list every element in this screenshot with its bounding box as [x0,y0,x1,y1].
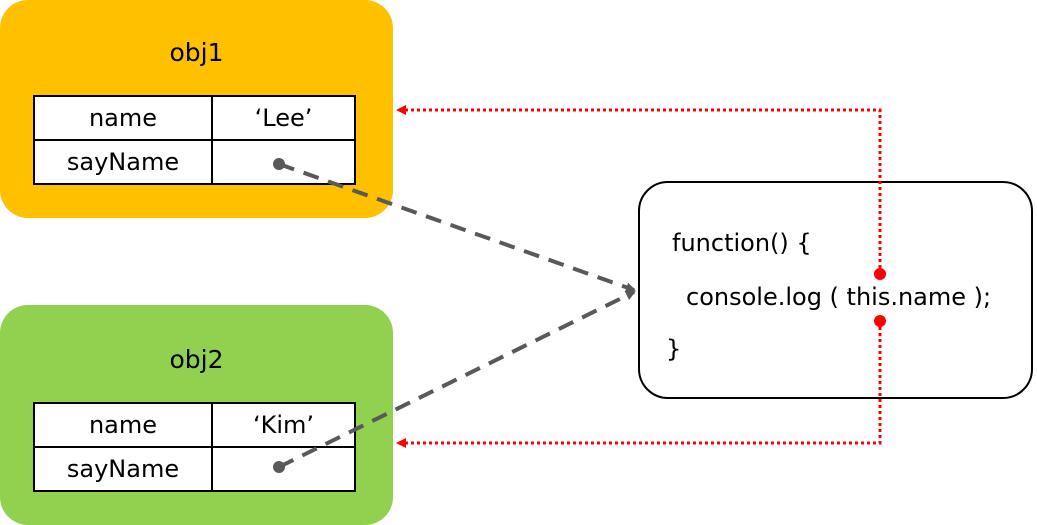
this-lower-dot [874,315,886,327]
obj2-sayname-pointer-dot [273,461,285,473]
table-row: sayName [33,139,356,185]
obj2-sayname-reference-arrow [278,290,636,469]
obj1-box: obj1 name ‘Lee’ sayName [0,0,393,218]
property-key: sayName [33,446,213,492]
property-key: name [33,95,213,141]
table-row: name ‘Kim’ [33,402,356,448]
code-line: function() { [672,229,812,257]
obj2-title: obj2 [169,345,224,374]
this-to-obj1-arrow [396,105,882,274]
obj1-sayname-pointer-dot [273,158,285,170]
obj1-title: obj1 [169,38,224,67]
property-key: name [33,402,213,448]
code-line: console.log ( this.name ); [686,283,992,311]
property-value: ‘Kim’ [211,402,356,448]
table-row: name ‘Lee’ [33,95,356,141]
property-value: ‘Lee’ [211,95,356,141]
property-key: sayName [33,139,213,185]
obj1-sayname-reference-arrow [278,162,636,293]
obj2-box: obj2 name ‘Kim’ sayName [0,305,393,525]
table-row: sayName [33,446,356,492]
function-box: function() { console.log ( this.name ); … [638,181,1033,399]
this-to-obj2-arrow [396,321,882,448]
obj1-property-table: name ‘Lee’ sayName [33,95,356,185]
code-line: } [666,335,682,363]
obj2-property-table: name ‘Kim’ sayName [33,402,356,492]
this-upper-dot [874,268,886,280]
